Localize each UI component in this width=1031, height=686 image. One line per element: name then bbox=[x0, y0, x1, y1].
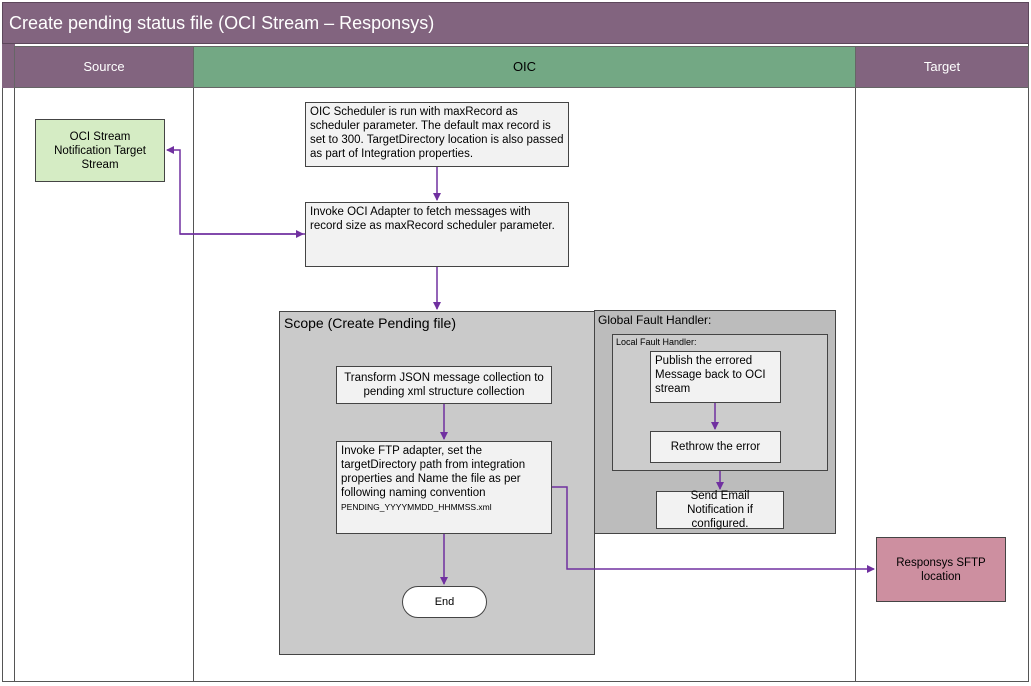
connector-ftp-to-responsys bbox=[552, 486, 875, 573]
transform-label: Transform JSON message collection to pen… bbox=[344, 372, 544, 398]
transform-node: Transform JSON message collection to pen… bbox=[336, 366, 552, 404]
send-email-label: Send Email Notification if configured. bbox=[687, 490, 753, 530]
global-fault-label: Global Fault Handler: bbox=[598, 313, 712, 327]
responsys-sftp-node: Responsys SFTP location bbox=[876, 537, 1006, 602]
publish-error-label: Publish the errored Message back to OCI … bbox=[655, 355, 766, 395]
invoke-ftp-node: Invoke FTP adapter, set the targetDirect… bbox=[336, 441, 552, 534]
end-node: End bbox=[402, 586, 487, 618]
scheduler-node: OIC Scheduler is run with maxRecord as s… bbox=[305, 102, 569, 167]
lane-divider bbox=[193, 88, 194, 682]
swimlane-frame bbox=[2, 44, 1029, 682]
end-label: End bbox=[434, 596, 455, 608]
lane-divider bbox=[855, 88, 856, 682]
send-email-node: Send Email Notification if configured. bbox=[656, 490, 784, 530]
oci-stream-node: OCI Stream Notification Target Stream bbox=[35, 119, 165, 182]
lane-header-target: Target bbox=[855, 46, 1029, 88]
lane-header-source: Source bbox=[14, 46, 194, 88]
invoke-oci-node: Invoke OCI Adapter to fetch messages wit… bbox=[305, 202, 569, 267]
invoke-oci-label: Invoke OCI Adapter to fetch messages wit… bbox=[310, 206, 555, 232]
responsys-label: Responsys SFTP location bbox=[896, 556, 986, 583]
lane-divider bbox=[14, 88, 15, 682]
connector-oci-stream-invoke-oci bbox=[166, 146, 305, 235]
diagram-title: Create pending status file (OCI Stream –… bbox=[2, 2, 1029, 44]
local-fault-label: Local Fault Handler: bbox=[616, 337, 697, 347]
scheduler-label: OIC Scheduler is run with maxRecord as s… bbox=[310, 106, 564, 160]
scope-label: Scope (Create Pending file) bbox=[284, 315, 456, 331]
rethrow-node: Rethrow the error bbox=[650, 431, 781, 463]
publish-error-node: Publish the errored Message back to OCI … bbox=[650, 351, 781, 403]
rethrow-label: Rethrow the error bbox=[670, 441, 761, 453]
invoke-ftp-label: Invoke FTP adapter, set the targetDirect… bbox=[341, 445, 526, 499]
file-name-convention: PENDING_YYYYMMDD_HHMMSS.xml bbox=[341, 502, 492, 512]
swimlane-header-strip bbox=[2, 44, 15, 88]
oci-stream-label: OCI Stream Notification Target Stream bbox=[54, 130, 146, 171]
lane-header-oic: OIC bbox=[193, 46, 856, 88]
